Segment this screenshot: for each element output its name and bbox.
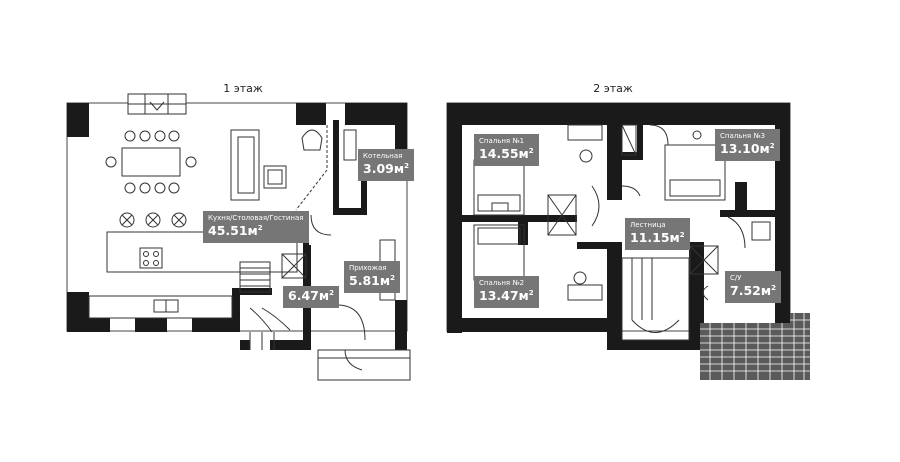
roof-tiles [700, 313, 810, 380]
room-name: Котельная [363, 152, 403, 160]
floor2-furniture [473, 124, 771, 341]
floor-1-title: 1 этаж [223, 82, 263, 95]
room-label-stair1: 6.47м2 [283, 286, 339, 308]
room-area: 3.09м2 [363, 161, 409, 177]
room-name: Спальня №3 [720, 132, 766, 140]
room-label-living: Кухня/Столовая/Гостиная 45.51м2 [203, 211, 309, 243]
room-label-bedroom3: Спальня №3 13.10м2 [715, 129, 780, 161]
room-area: 7.52м2 [730, 283, 776, 299]
room-label-staircase: Лестница 11.15м2 [625, 218, 690, 250]
room-label-bedroom1: Спальня №1 14.55м2 [474, 134, 539, 166]
room-name: Спальня №1 [479, 137, 525, 145]
room-label-boiler: Котельная 3.09м2 [358, 149, 414, 181]
room-label-bedroom2: Спальня №2 13.47м2 [474, 276, 539, 308]
room-name: Кухня/Столовая/Гостиная [208, 214, 304, 222]
room-area: 11.15м2 [630, 230, 685, 246]
room-area: 5.81м2 [349, 273, 395, 289]
room-area: 13.47м2 [479, 288, 534, 304]
room-name: С/У [730, 274, 742, 282]
room-name: Прихожая [349, 264, 387, 272]
star-icon: ✱ [73, 299, 86, 318]
room-name: Спальня №2 [479, 279, 525, 287]
room-area: 13.10м2 [720, 141, 775, 157]
room-label-hallway: Прихожая 5.81м2 [344, 261, 400, 293]
room-area: 14.55м2 [479, 146, 534, 162]
room-area: 6.47м2 [288, 288, 334, 304]
room-area: 45.51м2 [208, 223, 263, 239]
floor-2-title: 2 этаж [593, 82, 633, 95]
room-label-bathroom: С/У 7.52м2 [725, 271, 781, 303]
room-name: Лестница [630, 221, 666, 229]
floor1-furniture [88, 125, 411, 381]
